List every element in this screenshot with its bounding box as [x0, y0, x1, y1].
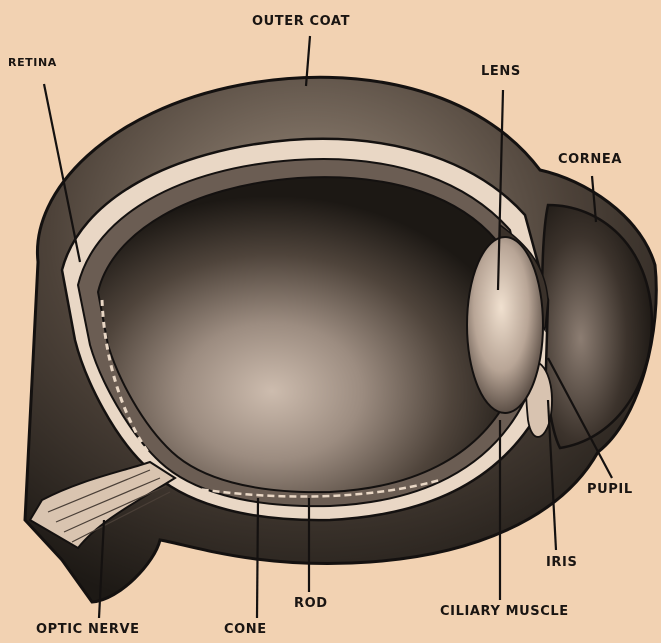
label-cornea: CORNEA: [558, 152, 622, 167]
label-cone: CONE: [224, 622, 267, 637]
label-iris: IRIS: [546, 555, 577, 570]
pointer-cone: [257, 498, 258, 618]
label-outer-coat: OUTER COAT: [252, 14, 350, 29]
label-pupil: PUPIL: [587, 482, 633, 497]
label-retina: RETINA: [8, 56, 57, 69]
lens-shape: [467, 237, 543, 413]
label-rod: ROD: [294, 596, 328, 611]
label-optic-nerve: OPTIC NERVE: [36, 622, 140, 637]
label-ciliary-muscle: CILIARY MUSCLE: [440, 604, 569, 619]
label-lens: LENS: [481, 64, 521, 79]
